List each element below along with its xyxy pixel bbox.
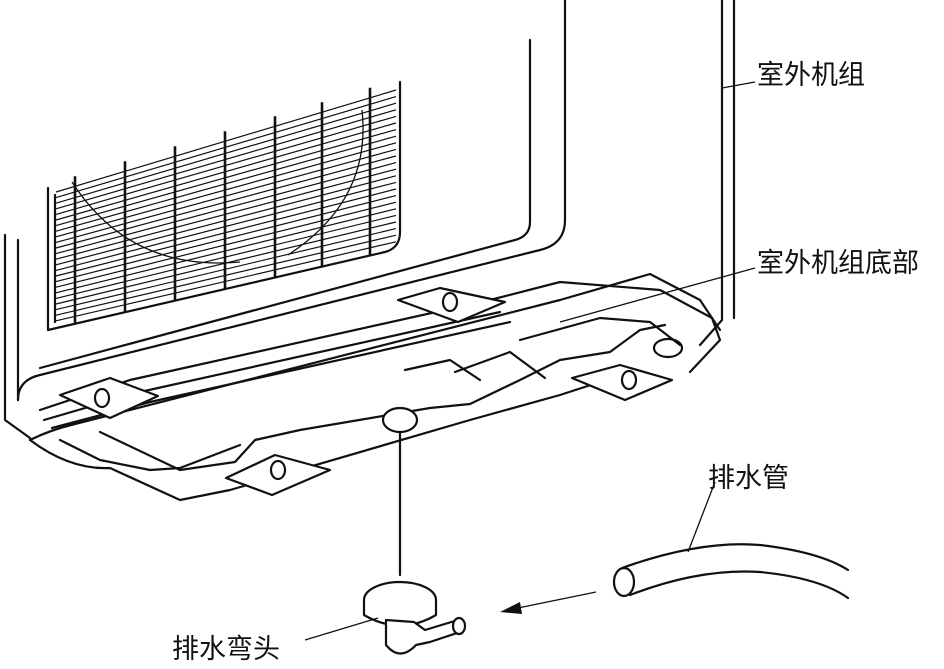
grille: [46, 80, 402, 332]
foot-front: [224, 453, 332, 497]
drain-pipe: [612, 543, 850, 600]
drain-hole: [381, 406, 419, 434]
unit-base: [28, 280, 722, 502]
outdoor-unit: [3, 0, 736, 442]
assembly-arrow: [500, 591, 597, 614]
label-unit-bottom: 室外机组底部: [757, 248, 919, 279]
drain-elbow: [362, 430, 467, 655]
leader-lines: [304, 81, 756, 641]
label-drain-elbow: 排水弯头: [172, 634, 280, 664]
mounting-feet: [58, 286, 674, 497]
label-drain-pipe: 排水管: [708, 463, 789, 494]
label-outdoor-unit: 室外机组: [757, 60, 865, 91]
foot-center: [396, 286, 507, 324]
